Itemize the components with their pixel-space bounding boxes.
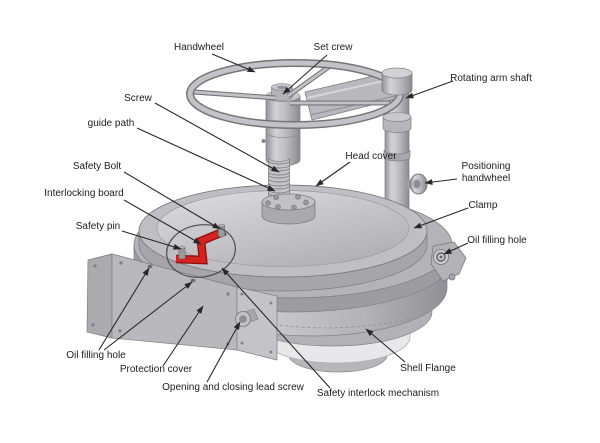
leader-guide-path [136, 127, 276, 192]
label-safety-interlock-mechanism: Safety interlock mechanism [316, 388, 440, 399]
leader-set-crew [282, 54, 328, 95]
label-handwheel: Handwheel [173, 42, 225, 53]
label-positioning-handwheel: Positioning handwheel [461, 161, 511, 184]
highlight-circle [166, 224, 236, 278]
leader-screw [154, 102, 280, 173]
oil-filling-hole-left-1 [147, 264, 153, 269]
label-safety-pin: Safety pin [75, 221, 121, 232]
set-screw [277, 85, 287, 90]
safety-pin [178, 245, 186, 260]
leader-positioning-handwheel [424, 178, 458, 186]
label-shell-flange: Shell Flange [400, 363, 456, 374]
label-head-cover: Head cover [345, 151, 397, 162]
leader-lines [98, 53, 469, 389]
lifting-screw [261, 157, 316, 225]
shaft-cap [381, 67, 413, 96]
leader-safety-bolt [123, 171, 221, 230]
leader-protection-cover [162, 305, 204, 367]
label-oil-filling-hole-right: Oil filling hole [467, 235, 527, 246]
leader-rotating-arm-shaft [405, 80, 454, 99]
leader-oil-filling-hole-left-1 [98, 267, 150, 351]
leader-handwheel [211, 53, 256, 73]
positioning-handwheel [407, 173, 428, 195]
label-oil-filling-hole-left: Oil filling hole [66, 350, 126, 361]
leader-oil-filling-hole-left-2 [103, 281, 193, 351]
screw-column [261, 83, 301, 166]
oil-filling-hole-left-2 [190, 278, 196, 283]
label-rotating-arm-shaft: Rotating arm shaft [450, 73, 532, 84]
label-protection-cover: Protection cover [119, 364, 193, 375]
label-opening-closing-lead-screw: Opening and closing lead screw [162, 382, 304, 393]
label-guide-path: guide path [87, 118, 135, 129]
leader-safety-interlock-mechanism [221, 267, 331, 389]
protection-cover-box [86, 253, 278, 361]
leader-opening-closing-lead-screw [206, 321, 241, 383]
head-cover [138, 184, 428, 292]
label-clamp: Clamp [468, 200, 498, 211]
leader-safety-pin [121, 230, 182, 250]
leader-oil-filling-hole-right [443, 242, 469, 255]
label-screw: Screw [124, 93, 152, 104]
leader-head-cover [315, 161, 351, 187]
label-set-crew: Set crew [313, 42, 353, 53]
label-interlocking-board: Interlocking board [44, 188, 124, 199]
label-safety-bolt: Safety Bolt [72, 161, 122, 172]
handwheel-spokes [193, 63, 391, 106]
leader-interlocking-board [123, 199, 202, 245]
leader-clamp [413, 207, 469, 229]
leader-shell-flange [365, 328, 406, 363]
